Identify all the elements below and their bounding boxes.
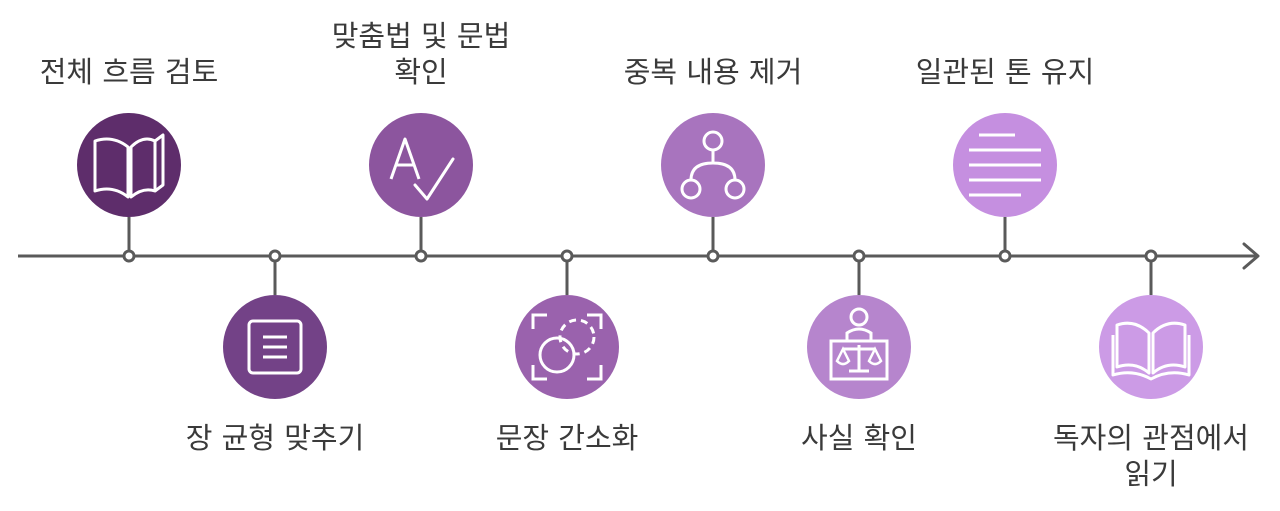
timeline-step-3 <box>369 113 473 263</box>
timeline-arrowhead <box>1242 242 1260 270</box>
step-circle <box>515 295 619 399</box>
axis-node <box>414 249 428 263</box>
step-label-6: 사실 확인 <box>739 420 979 456</box>
timeline-step-6 <box>807 249 911 399</box>
timeline-step-2 <box>223 249 327 399</box>
axis-node <box>560 249 574 263</box>
step-label-line: 장 균형 맞추기 <box>185 421 365 455</box>
step-circle <box>661 113 765 217</box>
step-label-line: 문장 간소화 <box>495 421 639 455</box>
step-circle <box>369 113 473 217</box>
axis-node <box>852 249 866 263</box>
timeline-step-7 <box>953 113 1057 263</box>
step-circle <box>1099 295 1203 399</box>
timeline-step-5 <box>661 113 765 263</box>
timeline-step-1 <box>77 113 181 263</box>
step-label-line: 사실 확인 <box>801 421 917 455</box>
step-label-line: 중복 내용 제거 <box>623 55 803 89</box>
step-label-line: 전체 흐름 검토 <box>39 55 219 89</box>
step-label-7: 일관된 톤 유지 <box>885 54 1125 90</box>
axis-node <box>1144 249 1158 263</box>
step-label-line: 확인 <box>394 55 448 89</box>
step-label-line: 독자의 관점에서 <box>1053 421 1249 455</box>
step-label-line: 읽기 <box>1124 457 1178 491</box>
axis-node <box>706 249 720 263</box>
axis-node <box>122 249 136 263</box>
step-label-line: 맞춤법 및 문법 <box>331 19 511 53</box>
timeline-step-8 <box>1099 249 1203 399</box>
step-label-4: 문장 간소화 <box>447 420 687 456</box>
timeline-step-4 <box>515 249 619 399</box>
step-label-1: 전체 흐름 검토 <box>9 54 249 90</box>
step-label-5: 중복 내용 제거 <box>593 54 833 90</box>
axis-node <box>998 249 1012 263</box>
axis-node <box>268 249 282 263</box>
step-label-line: 일관된 톤 유지 <box>915 55 1095 89</box>
step-label-2: 장 균형 맞추기 <box>155 420 395 456</box>
